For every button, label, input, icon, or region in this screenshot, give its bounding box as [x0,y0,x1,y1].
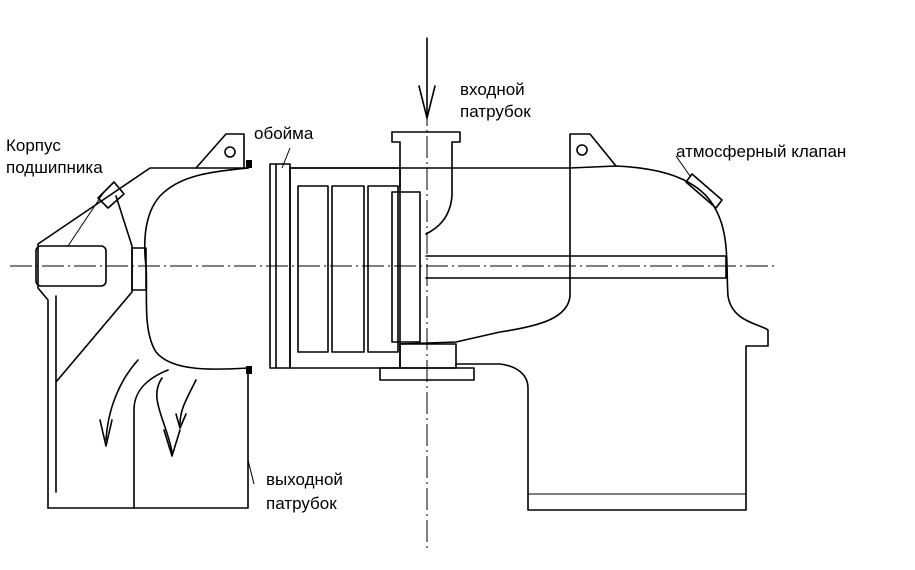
center-lines [10,40,778,548]
inlet-pipe-label-line2: патрубок [460,102,531,121]
rotor-stages [289,167,421,369]
atmospheric-valve-symbol [685,173,723,209]
bearing-shaft-end [35,245,107,287]
bearing-housing [35,167,249,509]
outlet-volute [133,161,251,509]
cage-label: обойма [254,124,314,143]
inlet-pipe-label-line1: входной [460,80,525,99]
outlet-pipe-label-line1: выходной [266,470,343,489]
mounting-lugs [195,133,617,169]
bearing-housing-label-line2: подшипника [6,158,103,177]
outlet-pipe-label-line2: патрубок [266,494,337,513]
outlet-flow-arrows [99,359,197,457]
inner-cavity [399,167,571,345]
leader-lines [67,147,691,485]
inlet-pipe [391,131,461,235]
lower-hub [379,343,475,381]
bearing-housing-label-line1: Корпус [6,136,61,155]
inlet-flow-arrow [418,37,436,119]
shaft [425,255,727,279]
atmospheric-valve-label: атмосферный клапан [676,142,847,161]
cage [246,160,291,374]
main-casing [289,165,769,511]
